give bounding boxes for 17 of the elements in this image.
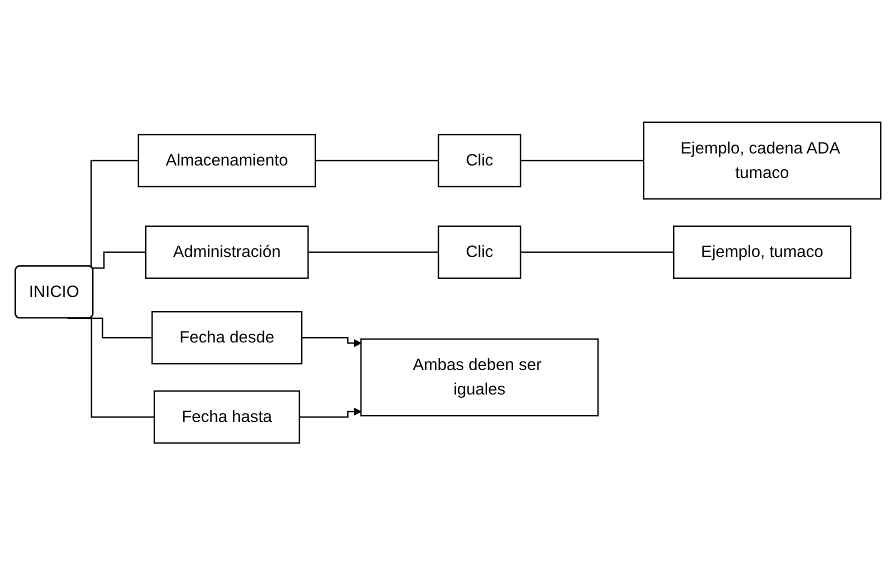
connector: [89, 318, 152, 339]
connector: [308, 252, 438, 254]
arrow: [299, 408, 362, 418]
node-box: Ejemplo, cadena ADA tumaco: [642, 122, 882, 200]
connector: [520, 160, 644, 162]
connector: [92, 252, 146, 270]
node-box: Fecha desde: [151, 311, 302, 365]
node-box: Clic: [438, 226, 522, 280]
connector: [315, 160, 438, 162]
node-box: Ejemplo, tumaco: [673, 226, 852, 280]
node-box: Fecha hasta: [154, 390, 300, 444]
node-box: Ambas deben ser iguales: [360, 338, 599, 417]
node-box: Clic: [438, 134, 522, 188]
node-box: Administración: [145, 226, 309, 280]
node-box: Almacenamiento: [138, 134, 316, 188]
arrow: [302, 337, 362, 348]
connector: [520, 252, 674, 254]
